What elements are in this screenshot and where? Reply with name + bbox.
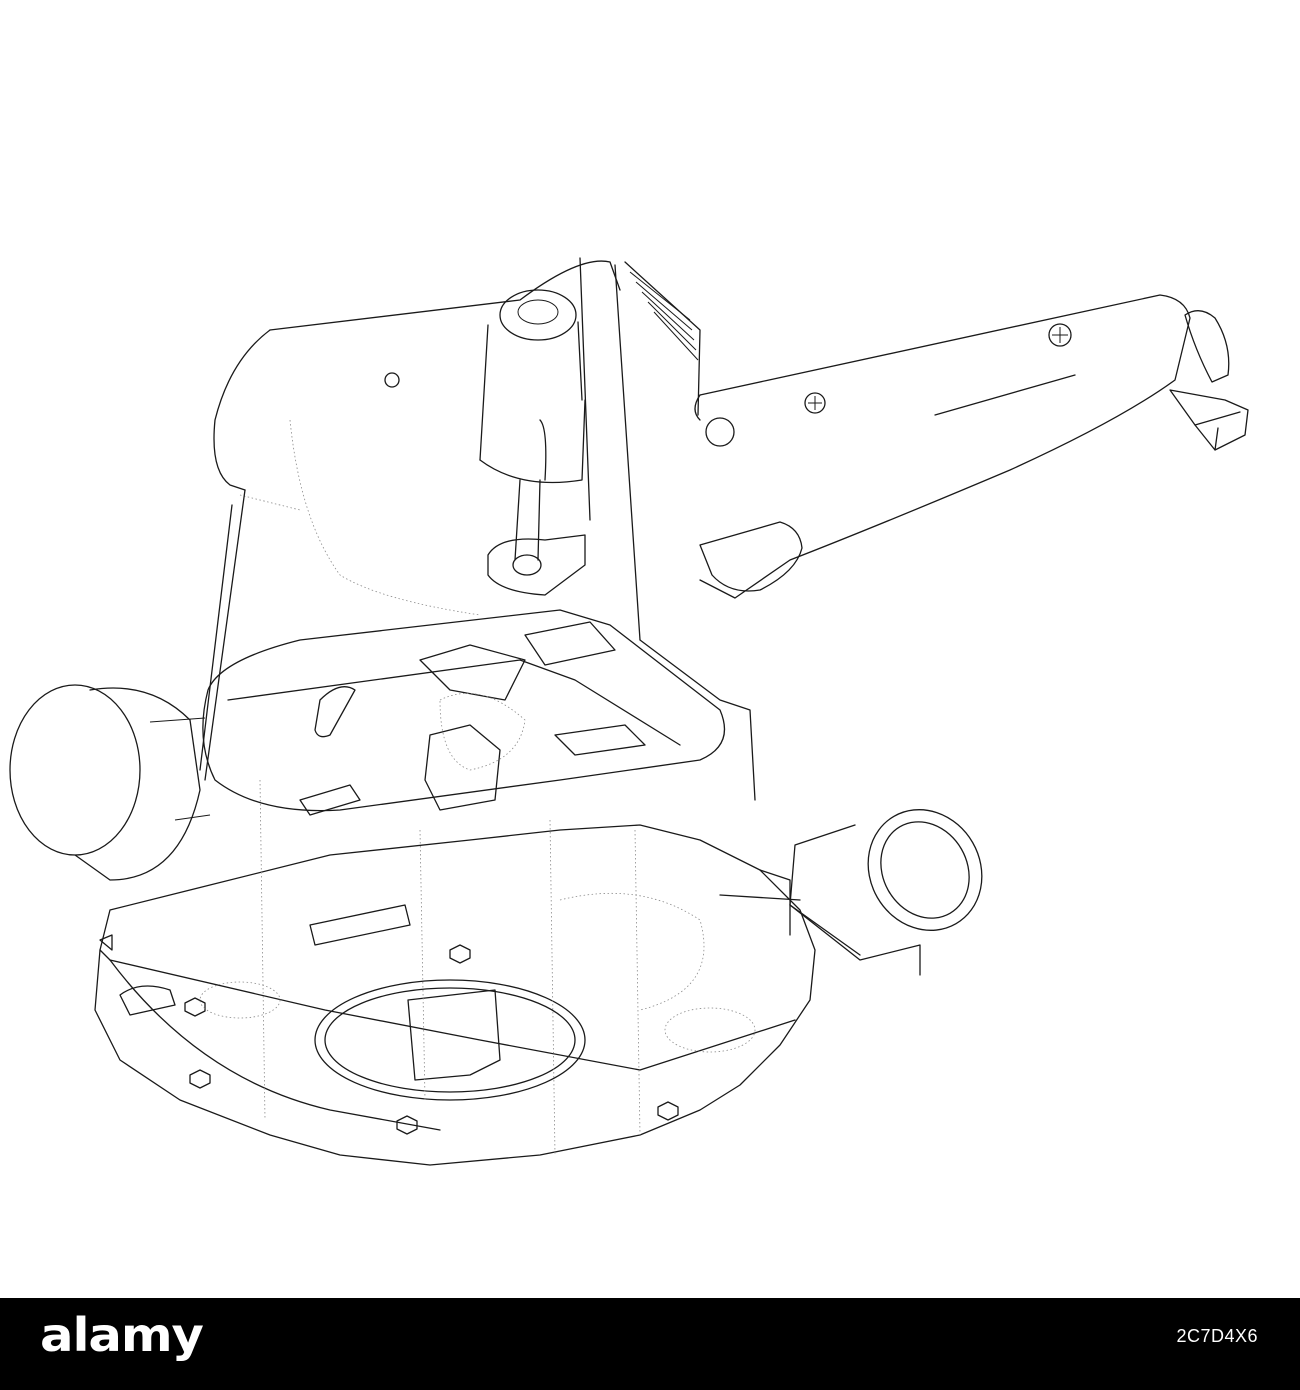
left-knob [9,684,211,881]
brand-logo: alamy [40,1308,204,1362]
base-plate [94,779,816,1166]
wireframe-drawing [9,257,1249,1166]
router-wireframe-svg [9,257,1249,1166]
mid-frame [202,609,726,816]
handle-arm [694,294,1249,599]
spindle-column [479,289,586,596]
image-id-label: 2C7D4X6 [1176,1326,1258,1346]
dust-port [719,809,983,976]
stock-footer-bar: alamy 2C7D4X6 [0,1298,1300,1390]
motor-housing [199,257,756,801]
